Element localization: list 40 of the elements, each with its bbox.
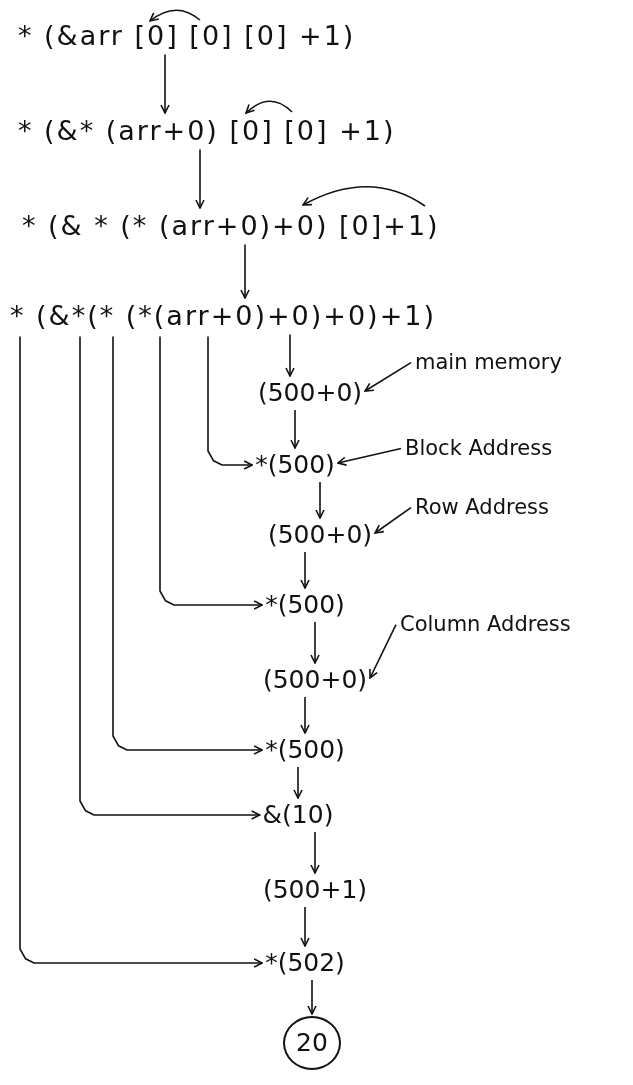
arrow bbox=[310, 831, 320, 874]
arrow bbox=[285, 333, 295, 377]
arrow bbox=[300, 551, 310, 589]
evaluation-step: *(500) bbox=[255, 450, 335, 480]
leader-arrow bbox=[369, 623, 397, 679]
arrow bbox=[159, 335, 263, 610]
arrow bbox=[240, 243, 250, 299]
evaluation-step: *(500) bbox=[265, 590, 345, 620]
arrow bbox=[307, 979, 317, 1015]
arrow bbox=[300, 906, 310, 947]
evaluation-step: (500+0) bbox=[257, 378, 363, 408]
evaluation-step: *(502) bbox=[265, 948, 345, 978]
expression-text: * (&* (arr+0) [0] [0] +1) bbox=[18, 115, 396, 148]
annotation-text: Row Address bbox=[415, 495, 549, 521]
evaluation-step: (500+0) bbox=[267, 520, 373, 550]
arrow bbox=[290, 409, 300, 449]
result-circle: 20 bbox=[283, 1016, 341, 1070]
leader-arrow bbox=[364, 361, 412, 392]
arrow bbox=[310, 621, 320, 664]
expression-text: * (&*(* (*(arr+0)+0)+0)+1) bbox=[10, 300, 436, 333]
evaluation-step: (500+0) bbox=[262, 665, 368, 695]
arrow bbox=[207, 335, 253, 470]
expression-text: * (& * (* (arr+0)+0) [0]+1) bbox=[22, 210, 440, 243]
arrow bbox=[315, 481, 325, 519]
arrow bbox=[293, 766, 303, 799]
annotation-text: main memory bbox=[415, 350, 562, 376]
expression-text: * (&arr [0] [0] [0] +1) bbox=[18, 20, 356, 53]
arrow bbox=[79, 335, 261, 820]
evaluation-step: (500+1) bbox=[262, 875, 368, 905]
leader-arrow bbox=[374, 506, 412, 534]
annotation-text: Block Address bbox=[405, 436, 553, 462]
evaluation-step: *(500) bbox=[265, 735, 345, 765]
arrow bbox=[300, 696, 310, 734]
annotation-text: Column Address bbox=[400, 612, 571, 638]
arrow bbox=[19, 335, 263, 968]
arrow bbox=[112, 335, 263, 755]
evaluation-step: &(10) bbox=[262, 800, 334, 830]
arrow bbox=[195, 148, 205, 209]
arrow bbox=[160, 53, 170, 114]
leader-arrow bbox=[337, 447, 402, 466]
